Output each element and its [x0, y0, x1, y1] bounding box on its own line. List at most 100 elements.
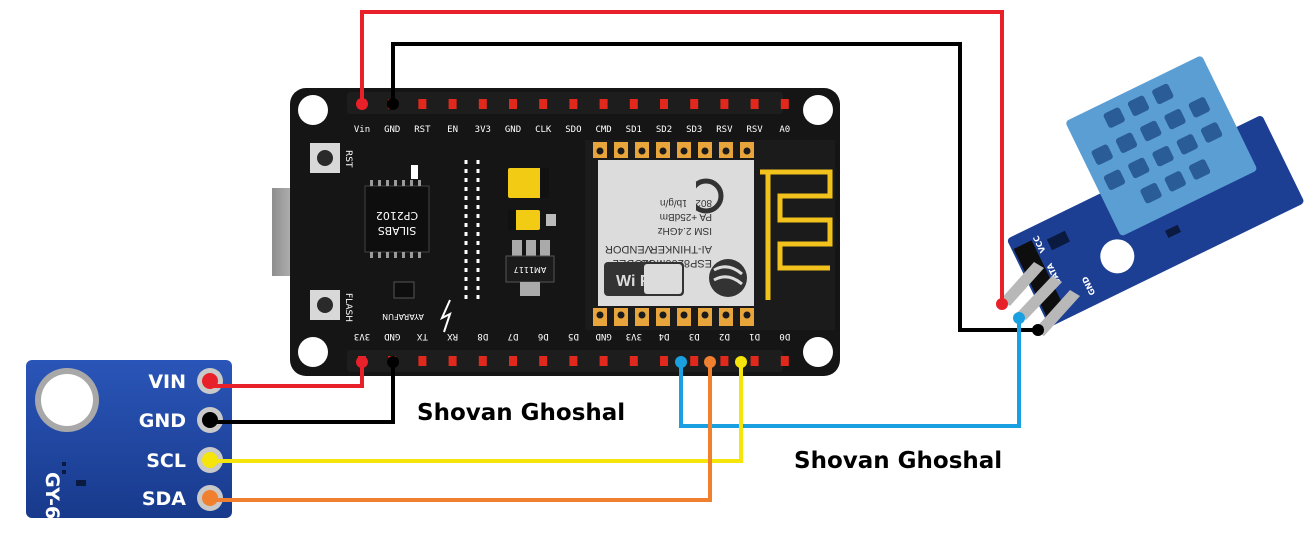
header-pin	[599, 356, 608, 366]
header-pin	[509, 356, 517, 366]
top-pin-label: CLK	[535, 125, 552, 135]
header-pin	[780, 99, 789, 109]
pcb-antenna	[760, 169, 833, 300]
wire-sda-orange-gy68	[210, 362, 712, 502]
mount-hole-bl	[298, 337, 328, 367]
top-pin-label: SD1	[626, 125, 642, 135]
bottom-header	[347, 350, 783, 372]
wire-gnd-black-gy68	[210, 362, 395, 424]
capacitor-band	[508, 210, 516, 230]
bottom-pin-label: D8	[477, 331, 488, 341]
small-capacitor	[512, 210, 540, 230]
dht-vent-slot	[1188, 97, 1210, 118]
wire-dot	[996, 298, 1008, 310]
wire-gnd-black-dht	[391, 42, 1038, 332]
top-pin-label: A0	[779, 125, 790, 135]
wire-dot	[735, 356, 747, 368]
wire-vin-red-dht	[360, 10, 1004, 304]
dht-vent-slot	[1152, 146, 1174, 167]
top-pin-label: SD3	[686, 125, 702, 135]
module-pad-hole	[701, 311, 709, 319]
module-pad-hole	[743, 147, 751, 155]
mount-hole-br	[803, 337, 833, 367]
wire-dot	[704, 356, 716, 368]
top-header	[347, 92, 783, 114]
capacitor-band	[540, 168, 549, 198]
bottom-pin-label: 3V3	[354, 331, 370, 341]
dht-header	[1013, 240, 1065, 318]
bottom-pin-label: D0	[779, 331, 790, 341]
top-pin-label: SDO	[565, 125, 581, 135]
dht-vent-slot	[1188, 159, 1211, 180]
espressif-logo	[709, 259, 747, 297]
cp2102-chip	[364, 185, 430, 253]
bottom-pin-label: D7	[508, 331, 519, 341]
bottom-pin-label: TX	[416, 331, 427, 341]
bottom-pin-label: D2	[719, 331, 730, 341]
top-pin-label: RSV	[746, 125, 763, 135]
header-pin	[418, 99, 427, 109]
header-pin	[509, 99, 517, 109]
esp12-module: MODEL VENDOR ESP8266MOD AI-THINKER ISM 2…	[585, 140, 835, 330]
module-pad-hole	[638, 147, 646, 155]
module-vendor-value: AI-THINKER	[650, 243, 712, 255]
bottom-pin-label: RX	[447, 331, 458, 341]
top-pin-label: SD2	[656, 125, 672, 135]
module-ism-text: ISM 2.4GHz	[658, 225, 712, 236]
dht-vent-slot	[1200, 122, 1223, 143]
bottom-pin-label: D5	[568, 331, 579, 341]
dht-vent-slot	[1115, 132, 1138, 153]
flash-button-cap[interactable]	[317, 297, 333, 313]
wire-dot	[356, 98, 368, 110]
top-pin-label: GND	[384, 125, 400, 135]
header-pin	[629, 99, 638, 109]
wire-data-blue-dht	[679, 318, 1021, 428]
dht-vent-slot	[1128, 157, 1150, 179]
bottom-pin-label: D6	[538, 331, 549, 341]
wire-dot	[387, 98, 399, 110]
rst-button-cap[interactable]	[317, 150, 333, 166]
cp2102-chip-leads	[370, 180, 421, 258]
dht-smd	[1164, 224, 1182, 239]
top-pin-label: 3V3	[475, 125, 491, 135]
author-watermark: Shovan Ghoshal	[794, 448, 1003, 474]
module-pad-hole	[617, 311, 625, 319]
wire-vin-red-gy68	[210, 362, 364, 388]
header-pin	[690, 99, 699, 109]
dht-pin-vcc	[1000, 262, 1044, 306]
dht-vent-slot	[1103, 107, 1125, 128]
flash-button-label: FLASH	[343, 293, 353, 322]
rst-button-label: RST	[343, 150, 353, 168]
header-pin	[569, 356, 578, 366]
dht-pin-data	[1016, 276, 1062, 320]
bottom-pin-label: 3V3	[626, 331, 642, 341]
module-wifi-std-text: 802.11b/g/n	[660, 197, 712, 208]
wifi-logo-text: Wi Fi	[616, 273, 654, 290]
regulator-tab	[512, 240, 522, 256]
module-pad-hole	[701, 147, 709, 155]
module-vendor-label: VENDOR	[605, 243, 652, 255]
top-pin-label: RST	[414, 125, 431, 135]
dht-pins	[1000, 262, 1080, 336]
bottom-pin-label: D3	[689, 331, 700, 341]
lightning-icon	[439, 299, 452, 333]
dht-vent-slot	[1152, 83, 1174, 105]
module-pad-hole	[680, 147, 688, 155]
wire-dot	[1013, 312, 1025, 324]
wifi-logo: Wi Fi	[604, 262, 684, 296]
header-pin	[448, 99, 457, 109]
gy68-pin-label: SCL	[146, 450, 186, 472]
bottom-pin-label: D1	[749, 331, 760, 341]
wire-endpoints	[356, 98, 1044, 368]
header-pin	[629, 356, 638, 366]
cp2102-model-text: CP2102	[376, 209, 418, 222]
mount-hole-tr	[803, 95, 833, 125]
bottom-pin-label: GND	[595, 331, 611, 341]
header-pin	[539, 99, 548, 109]
mount-hole-tl	[298, 95, 328, 125]
module-pad-hole	[659, 311, 667, 319]
top-pin-label: GND	[505, 125, 521, 135]
module-pa-text: PA +25dBm	[660, 211, 712, 222]
dht-vent-slot	[1127, 95, 1150, 116]
